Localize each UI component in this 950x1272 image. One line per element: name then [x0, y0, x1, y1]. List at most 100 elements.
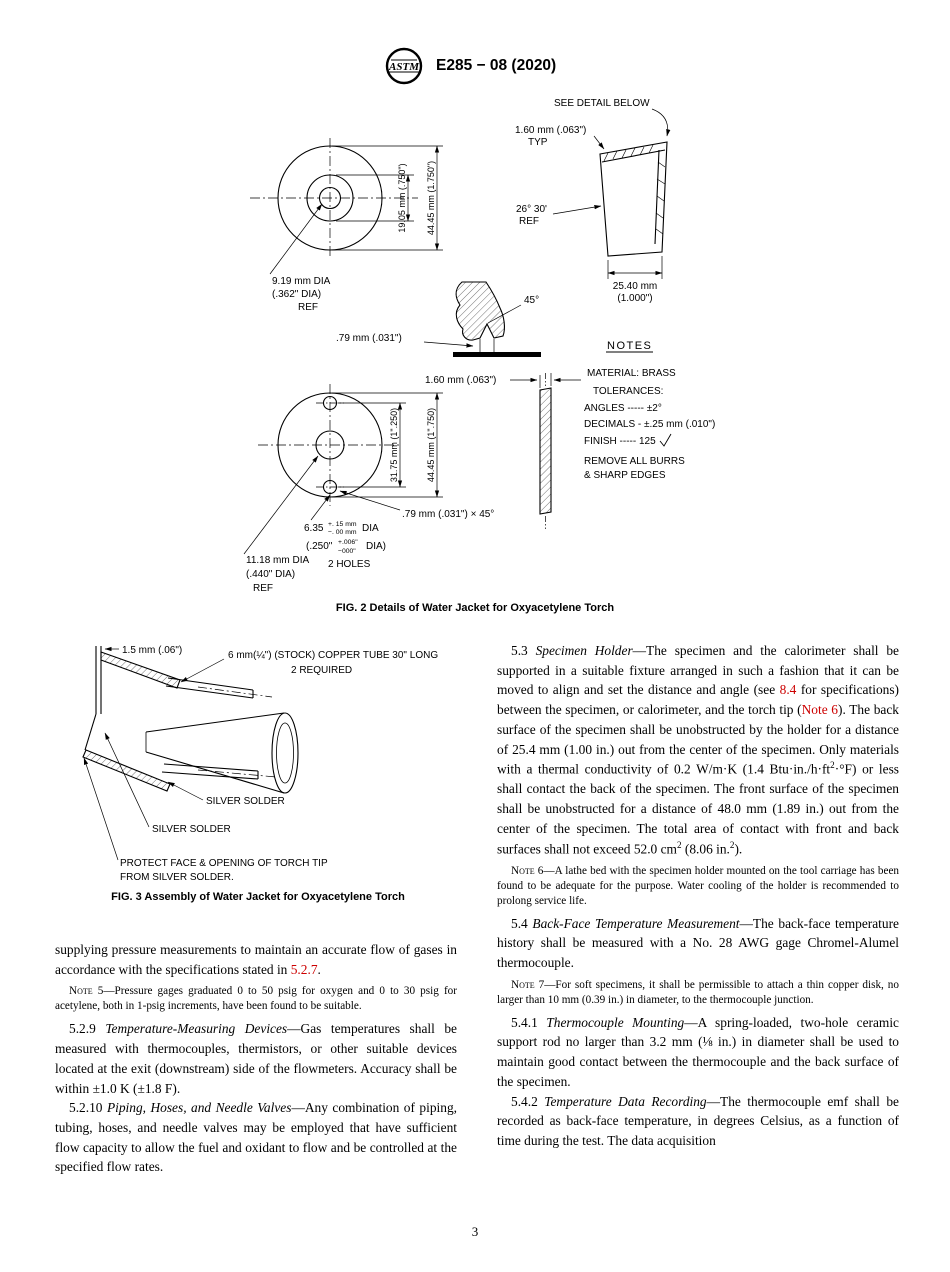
figure-3-drawing: 1.5 mm (.06") 6 mm(¼") (STOCK) COPPER TU… — [82, 645, 438, 883]
fig2-detail-cone — [552, 108, 671, 279]
note-6-label: Note 6 — [511, 864, 544, 877]
label-635-tol-minus: −. 00 mm — [328, 529, 357, 536]
note-6-text: —A lathe bed with the specimen holder mo… — [497, 864, 899, 907]
label-9-19-dia-3: REF — [298, 302, 318, 313]
superscript: 2 — [676, 839, 682, 850]
section-text: for specifications) between the specimen… — [497, 682, 899, 718]
surface-finish-icon — [659, 433, 672, 447]
label-see-detail: SEE DETAIL BELOW — [554, 98, 650, 109]
document-designation: E285 − 08 (2020) — [436, 57, 557, 74]
label-079x45: .79 mm (.031") × 45° — [402, 509, 494, 520]
figure-2-caption: FIG. 2 Details of Water Jacket for Oxyac… — [335, 602, 615, 614]
note-burrs-1: REMOVE ALL BURRS — [584, 456, 685, 467]
superscript: 2 — [830, 760, 835, 771]
section-number: 5.2.9 — [69, 1021, 106, 1037]
fig3-assembly — [82, 646, 299, 861]
label-160-typ-1: 1.60 mm (.063") — [515, 125, 586, 136]
label-1118-2: (.440" DIA) — [246, 569, 295, 580]
label-copper-tube-1: 6 mm(¼") (STOCK) COPPER TUBE 30" LONG — [228, 649, 438, 661]
label-protect-2: FROM SILVER SOLDER. — [120, 872, 234, 883]
section-5-4-1: 5.4.1 Thermocouple Mounting—A spring-loa… — [497, 1013, 899, 1092]
figure-2-drawing: 19.05 mm (.750") 44.45 mm (1.750") 9.19 … — [243, 98, 715, 594]
label-silver-solder-2: SILVER SOLDER — [152, 824, 231, 835]
note-5-label: Note 5 — [69, 985, 104, 998]
fig2-notes-block: NOTES MATERIAL: BRASS TOLERANCES: ANGLES… — [584, 340, 715, 481]
section-5-2-9: 5.2.9 Temperature-Measuring Devices—Gas … — [55, 1019, 457, 1098]
label-copper-tube-2: 2 REQUIRED — [291, 665, 352, 676]
page-header: ASTM E285 − 08 (2020) — [384, 46, 556, 86]
ref-link-note-6[interactable]: Note 6 — [801, 702, 838, 718]
label-160: 1.60 mm (.063") — [425, 375, 496, 386]
label-635-base: 6.35 — [304, 523, 324, 534]
label-26-30-ref: REF — [519, 216, 539, 227]
section-text: (8.06 in. — [681, 840, 730, 856]
section-5-4-2: 5.4.2 Temperature Data Recording—The the… — [497, 1092, 899, 1151]
label-635-dia: DIA — [362, 523, 379, 534]
right-column: 5.3 Specimen Holder—The specimen and the… — [497, 641, 899, 1151]
section-title: Temperature-Measuring Devices — [105, 1021, 288, 1037]
label-15mm: 1.5 mm (.06") — [122, 645, 182, 656]
label-9-19-dia-1: 9.19 mm DIA — [272, 276, 331, 287]
body-text: . — [317, 961, 321, 977]
section-number: 5.4 — [511, 915, 533, 931]
section-text: —A spring-loaded, two-hole ceramic suppo… — [497, 1014, 900, 1089]
note-7-label: Note 7 — [511, 978, 545, 991]
section-title: Back-Face Temperature Measurement — [532, 915, 740, 931]
section-title: Temperature Data Recording — [544, 1093, 707, 1109]
label-250-dia: DIA) — [366, 541, 386, 552]
superscript: 2 — [729, 839, 735, 850]
ref-link-8-4[interactable]: 8.4 — [779, 682, 797, 698]
section-number: 5.2.10 — [69, 1100, 107, 1116]
section-5-3: 5.3 Specimen Holder—The specimen and the… — [497, 641, 899, 859]
section-text: —The back-face temperature history shall… — [497, 915, 899, 971]
dim-25-40-2: (1.000") — [617, 293, 652, 304]
astm-logo-text: ASTM — [388, 61, 420, 73]
fig2-bottom-front-view — [243, 384, 443, 555]
label-1118-3: REF — [253, 583, 273, 594]
label-protect-1: PROTECT FACE & OPENING OF TORCH TIP — [120, 858, 328, 869]
section-number: 5.4.1 — [511, 1014, 547, 1030]
label-079: .79 mm (.031") — [336, 333, 402, 344]
label-250-base: (.250" — [306, 541, 333, 552]
section-title: Specimen Holder — [535, 643, 633, 658]
left-column: supplying pressure measurements to maint… — [55, 940, 457, 1177]
section-text: ·°F) or less shall contact the back of t… — [497, 761, 899, 856]
paragraph-continuation: supplying pressure measurements to maint… — [55, 940, 457, 979]
note-decimals: DECIMALS - ±.25 mm (.010") — [584, 419, 715, 430]
note-burrs-2: & SHARP EDGES — [584, 470, 666, 481]
ref-link-5-2-7[interactable]: 5.2.7 — [290, 961, 318, 977]
section-title: Piping, Hoses, and Needle Valves — [106, 1100, 292, 1116]
note-tolerances: TOLERANCES: — [593, 386, 663, 397]
section-text: —The thermocouple emf shall be recorded … — [497, 1093, 899, 1148]
note-5-text: —Pressure gages graduated 0 to 50 psig f… — [55, 985, 457, 1013]
section-number: 5.4.2 — [511, 1093, 545, 1109]
label-1118-1: 11.18 mm DIA — [246, 555, 309, 566]
note-7: Note 7—For soft specimens, it shall be p… — [497, 978, 899, 1008]
dim-31-75: 31.75 mm (1".250) — [389, 408, 399, 482]
label-160-typ-2: TYP — [528, 137, 548, 148]
body-text: supplying pressure measurements to maint… — [55, 942, 457, 977]
note-material: MATERIAL: BRASS — [587, 368, 676, 379]
section-text: —Any combination of piping, tubing, hose… — [55, 1100, 457, 1175]
section-text: —Gas temperatures shall be measured with… — [55, 1021, 457, 1096]
notes-title: NOTES — [607, 340, 652, 352]
astm-logo-icon: ASTM — [385, 47, 423, 85]
dim-44-45-bottom: 44.45 mm (1".750) — [426, 408, 436, 482]
fig2-top-front-view — [250, 138, 443, 275]
label-635-tol-plus: +. 15 mm — [328, 521, 357, 528]
note-finish: FINISH ----- 125 — [584, 436, 656, 447]
fig2-side-view-disk — [510, 373, 581, 529]
note-6: Note 6—A lathe bed with the specimen hol… — [497, 864, 899, 909]
label-250-tol-minus: −000" — [338, 548, 356, 555]
section-text: ). — [734, 840, 743, 856]
label-26-30: 26° 30' — [516, 204, 547, 215]
figure-3-caption: FIG. 3 Assembly of Water Jacket for Oxya… — [111, 891, 405, 903]
dim-25-40-1: 25.40 mm — [613, 281, 657, 292]
note-7-text: —For soft specimens, it shall be permiss… — [497, 978, 899, 1006]
section-5-4: 5.4 Back-Face Temperature Measurement—Th… — [497, 914, 899, 973]
label-2-holes: 2 HOLES — [328, 559, 371, 570]
fig2-weld-detail — [423, 281, 541, 357]
section-text: ). The back surface of the specimen shal… — [497, 702, 899, 777]
page-number: 3 — [471, 1224, 479, 1239]
section-5-2-10: 5.2.10 Piping, Hoses, and Needle Valves—… — [55, 1098, 457, 1177]
